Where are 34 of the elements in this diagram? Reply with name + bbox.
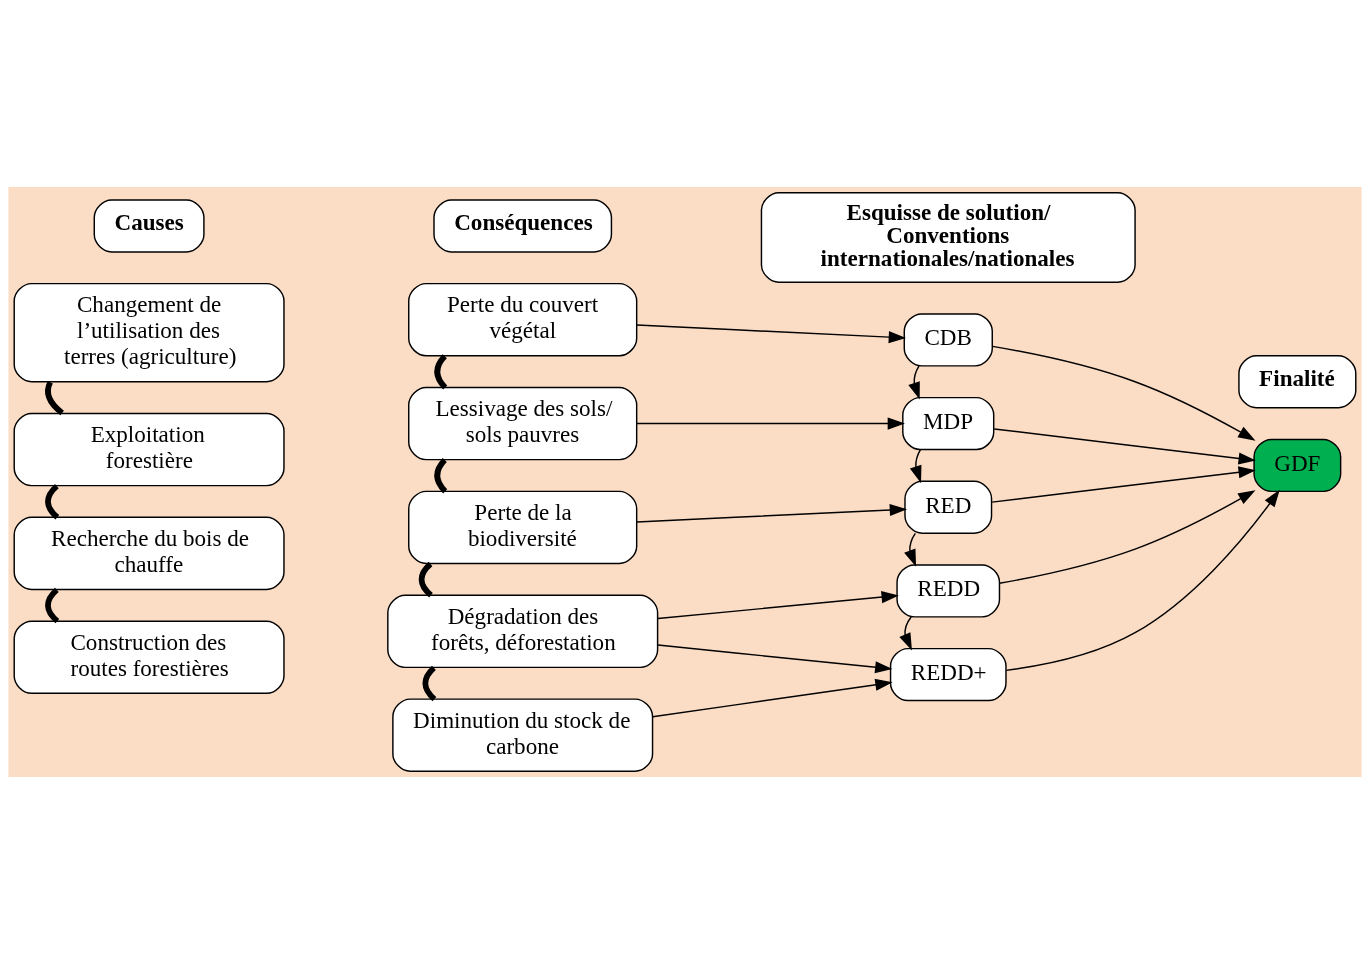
node-box: GDF	[1253, 438, 1342, 492]
arrow	[657, 643, 893, 673]
arrow	[909, 448, 922, 483]
arrow	[991, 465, 1256, 503]
arrow	[651, 678, 893, 717]
arrow	[904, 532, 917, 567]
arrow	[636, 417, 905, 430]
node-box: Causes	[93, 198, 205, 253]
node-box: REDD	[896, 563, 1001, 618]
node-box: Perte de la biodiversité	[408, 490, 638, 564]
node-box: REDD+	[889, 647, 1007, 701]
arrow	[998, 489, 1256, 584]
node-box: Finalité	[1238, 354, 1357, 408]
node-box: Dégradation des forêts, déforestation	[387, 594, 659, 668]
arrow	[991, 345, 1256, 441]
node-box: Lessivage des sols/ sols pauvres	[408, 386, 638, 460]
node-box: RED	[904, 480, 993, 534]
arrow	[908, 364, 920, 399]
node-box: Diminution du stock de carbone	[392, 697, 654, 772]
node-box: Conséquences	[433, 198, 613, 253]
node-box: Recherche du bois de chauffe	[13, 516, 285, 590]
arrow	[899, 615, 912, 650]
node-box: Changement de l’utilisation des terres (agriculture)	[13, 282, 285, 382]
node-box: Perte du couvert végétal	[408, 282, 638, 356]
node-box: Exploitation forestière	[13, 412, 285, 486]
node-box: Construction des routes forestières	[13, 620, 285, 694]
node-box: CDB	[903, 312, 993, 367]
arrow	[993, 427, 1256, 464]
arrow	[636, 503, 908, 523]
arrow	[657, 590, 899, 619]
arrow	[636, 323, 907, 343]
node-box: MDP	[902, 396, 995, 450]
node-box: Esquisse de solution/ Conventions internationales/nationales	[760, 191, 1136, 283]
arrow	[1005, 489, 1280, 671]
